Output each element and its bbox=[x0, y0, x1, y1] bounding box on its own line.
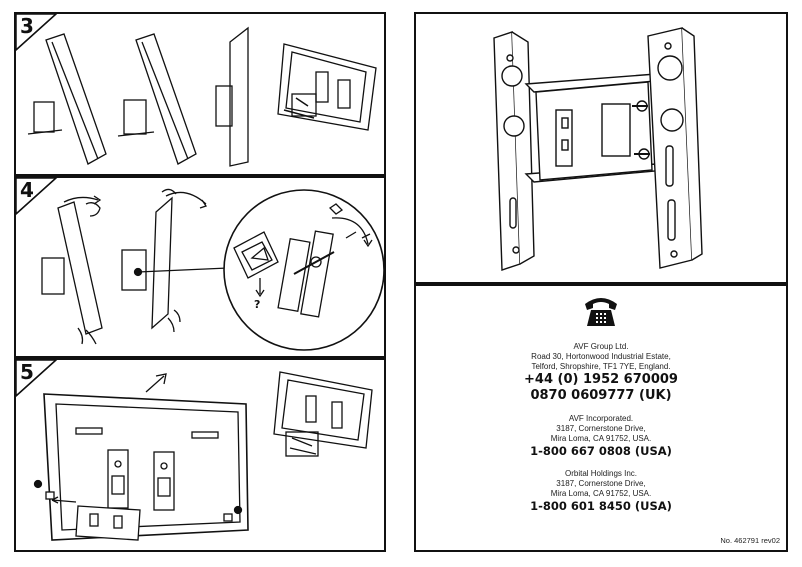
contact-block-avf-incorporated: AVF Incorporated. 3187, Cornerstone Driv… bbox=[416, 414, 786, 459]
step-number: 3 bbox=[20, 14, 34, 38]
company-name: AVF Incorporated. bbox=[568, 414, 634, 423]
step-4-panel: 4 bbox=[14, 176, 386, 358]
address-line: Mira Loma, CA 91752, USA. bbox=[550, 489, 652, 498]
company-name: Orbital Holdings Inc. bbox=[564, 469, 638, 478]
step-5-panel: 5 bbox=[14, 358, 386, 552]
contact-panel bbox=[414, 284, 788, 552]
step-number: 4 bbox=[20, 178, 34, 202]
step-corner-mark bbox=[16, 178, 58, 216]
bracket-panel bbox=[414, 12, 788, 284]
address-line: Mira Loma, CA 91752, USA. bbox=[550, 434, 652, 443]
step-corner-mark bbox=[16, 14, 58, 52]
address-line: 3187, Cornerstone Drive, bbox=[556, 424, 646, 433]
step-4-illustration: ? bbox=[41, 188, 384, 351]
phone-number: 0870 0609777 (UK) bbox=[530, 388, 672, 403]
phone-number: 1-800 667 0808 (USA) bbox=[530, 444, 672, 458]
address-line: Telford, Shropshire, TF1 7YE, England. bbox=[531, 362, 671, 371]
contact-block-avf-group: AVF Group Ltd. Road 30, Hortonwood Indus… bbox=[416, 342, 786, 404]
wall-bracket-drawing bbox=[493, 27, 703, 271]
question-mark: ? bbox=[254, 298, 260, 311]
step-5-illustration bbox=[33, 371, 373, 541]
document-number: No. 462791 rev02 bbox=[720, 536, 780, 545]
step-corner-mark bbox=[16, 360, 58, 398]
phone-number: +44 (0) 1952 670009 bbox=[524, 372, 678, 387]
phone-number: 1-800 601 8450 (USA) bbox=[530, 499, 672, 513]
telephone-icon bbox=[585, 298, 617, 326]
contact-info: AVF Group Ltd. Road 30, Hortonwood Indus… bbox=[416, 284, 786, 514]
step-3-illustration bbox=[27, 26, 377, 167]
address-line: Road 30, Hortonwood Industrial Estate, bbox=[531, 352, 671, 361]
address-line: 3187, Cornerstone Drive, bbox=[556, 479, 646, 488]
step-number: 5 bbox=[20, 360, 34, 384]
step-3-panel: 3 bbox=[14, 12, 386, 176]
contact-block-orbital-holdings: Orbital Holdings Inc. 3187, Cornerstone … bbox=[416, 469, 786, 514]
company-name: AVF Group Ltd. bbox=[573, 342, 629, 351]
